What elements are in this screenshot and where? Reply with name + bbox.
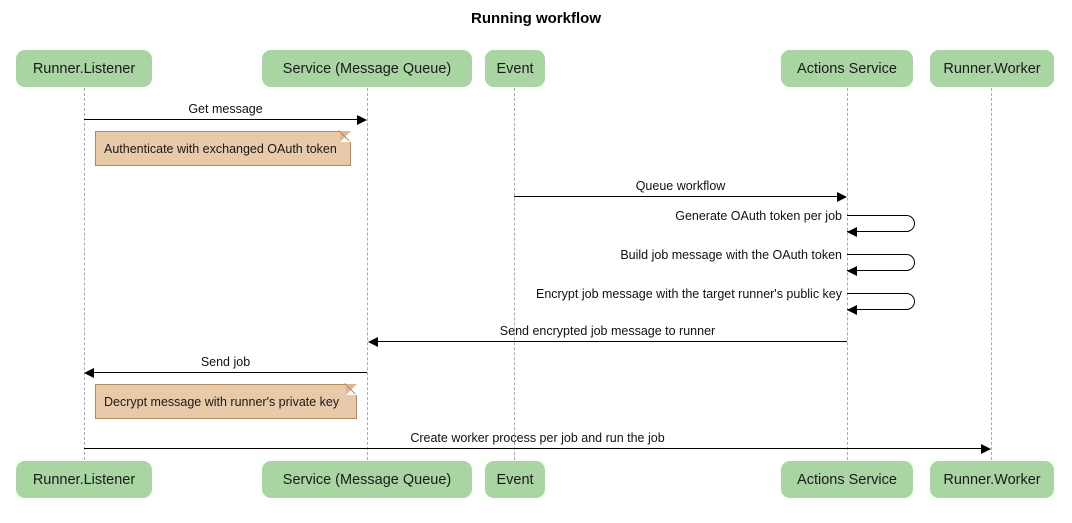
participant-runner-listener-top[interactable]: Runner.Listener	[16, 50, 152, 87]
arrowhead-right-get-message	[357, 114, 367, 125]
lifeline-runner-worker	[991, 88, 992, 460]
participant-runner-worker-bottom[interactable]: Runner.Worker	[930, 461, 1054, 498]
arrowhead-left-send-job	[84, 367, 94, 378]
message-line-get-message	[84, 119, 358, 120]
message-label-create-worker: Create worker process per job and run th…	[410, 431, 665, 445]
participant-actions-service-bottom[interactable]: Actions Service	[781, 461, 913, 498]
note-authenticate: Authenticate with exchanged OAuth token	[95, 131, 351, 166]
participant-label: Service (Message Queue)	[282, 471, 452, 488]
message-line-create-worker	[84, 448, 982, 449]
participant-label: Actions Service	[797, 60, 897, 77]
message-line-send-encrypted	[378, 341, 847, 342]
message-label-send-encrypted: Send encrypted job message to runner	[499, 324, 716, 338]
participant-label: Event	[496, 471, 534, 488]
self-message-loop-build-job-message	[847, 254, 915, 271]
message-label-build-job-message: Build job message with the OAuth token	[620, 248, 842, 262]
message-label-get-message: Get message	[188, 102, 263, 116]
lifeline-runner-listener	[84, 88, 85, 460]
arrowhead-left-send-encrypted	[368, 336, 378, 347]
note-background	[95, 131, 351, 166]
participant-event-top[interactable]: Event	[485, 50, 545, 87]
lifeline-event	[514, 88, 515, 460]
participant-actions-service-top[interactable]: Actions Service	[781, 50, 913, 87]
message-line-queue-workflow	[514, 196, 838, 197]
participant-label: Runner.Listener	[32, 471, 136, 488]
note-fold-corner-icon	[340, 131, 351, 142]
note-label: Authenticate with exchanged OAuth token	[104, 141, 337, 156]
self-message-loop-generate-token	[847, 215, 915, 232]
participant-runner-listener-bottom[interactable]: Runner.Listener	[16, 461, 152, 498]
message-label-encrypt-job: Encrypt job message with the target runn…	[535, 287, 842, 301]
participant-label: Actions Service	[797, 471, 897, 488]
page-title: Running workflow	[471, 10, 601, 27]
message-label-send-job: Send job	[200, 355, 251, 369]
note-background	[95, 384, 357, 419]
arrowhead-left-build-job-message	[847, 265, 857, 276]
participant-label: Runner.Listener	[32, 60, 136, 77]
participant-label: Event	[496, 60, 534, 77]
participant-service-mq-top[interactable]: Service (Message Queue)	[262, 50, 472, 87]
arrowhead-left-generate-token	[847, 226, 857, 237]
participant-label: Runner.Worker	[943, 471, 1041, 488]
note-label: Decrypt message with runner's private ke…	[104, 394, 340, 409]
participant-service-mq-bottom[interactable]: Service (Message Queue)	[262, 461, 472, 498]
message-line-send-job	[94, 372, 367, 373]
participant-event-bottom[interactable]: Event	[485, 461, 545, 498]
arrowhead-left-encrypt-job	[847, 304, 857, 315]
self-message-loop-encrypt-job	[847, 293, 915, 310]
message-label-generate-token: Generate OAuth token per job	[675, 209, 842, 223]
arrowhead-right-queue-workflow	[837, 191, 847, 202]
arrowhead-right-create-worker	[981, 443, 991, 454]
lifeline-service-mq	[367, 88, 368, 460]
note-decrypt: Decrypt message with runner's private ke…	[95, 384, 357, 419]
message-label-queue-workflow: Queue workflow	[635, 179, 726, 193]
participant-runner-worker-top[interactable]: Runner.Worker	[930, 50, 1054, 87]
participant-label: Service (Message Queue)	[282, 60, 452, 77]
note-fold-corner-icon	[346, 384, 357, 395]
participant-label: Runner.Worker	[943, 60, 1041, 77]
